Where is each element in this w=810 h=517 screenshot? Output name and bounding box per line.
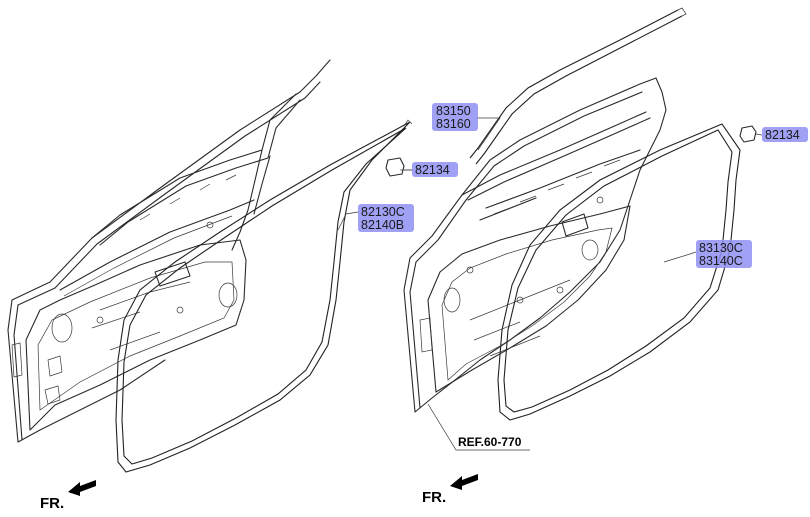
label-82134-front-text: 82134 — [415, 163, 450, 177]
arrow-icon — [68, 480, 96, 496]
rear-clip-part — [739, 125, 757, 143]
leader-82130c — [337, 211, 359, 231]
clip-icon — [385, 157, 405, 177]
front-direction-left: FR. — [40, 480, 96, 512]
rear-door-weatherstrip — [497, 123, 741, 421]
label-83130c-83140c[interactable]: 83130C 83140C — [696, 240, 752, 268]
front-direction-right: FR. — [422, 474, 478, 506]
label-83150-text: 83150 — [436, 104, 471, 118]
leader-83130c — [663, 251, 697, 263]
rear-door-channel — [469, 7, 687, 165]
label-82140b-text: 82140B — [361, 218, 404, 232]
label-82130c-text: 82130C — [361, 205, 405, 219]
label-82134-rear[interactable]: 82134 — [762, 127, 808, 142]
label-83130c-text: 83130C — [699, 241, 743, 255]
leader-82134-rear — [755, 133, 763, 136]
fr-text-right: FR. — [422, 489, 446, 506]
front-door-panel — [7, 59, 331, 443]
leader-ref — [427, 403, 530, 451]
arrow-icon — [450, 474, 478, 490]
label-83150-83160[interactable]: 83150 83160 — [432, 103, 478, 131]
leader-83150 — [476, 117, 501, 151]
clip-icon — [739, 125, 757, 143]
rear-door-panel — [403, 77, 667, 413]
label-83160-text: 83160 — [436, 117, 471, 131]
reference-text: REF.60-770 — [458, 435, 522, 449]
front-clip-part — [385, 157, 412, 177]
reference-label[interactable]: REF.60-770 — [458, 435, 522, 449]
label-82134-front[interactable]: 82134 — [412, 162, 458, 177]
fr-text-left: FR. — [40, 495, 64, 512]
leader-lines — [337, 117, 763, 451]
label-83140c-text: 83140C — [699, 254, 743, 268]
front-door-weatherstrip — [115, 119, 413, 473]
label-82134-rear-text: 82134 — [765, 128, 800, 142]
label-82130c-82140b[interactable]: 82130C 82140B — [358, 204, 414, 232]
